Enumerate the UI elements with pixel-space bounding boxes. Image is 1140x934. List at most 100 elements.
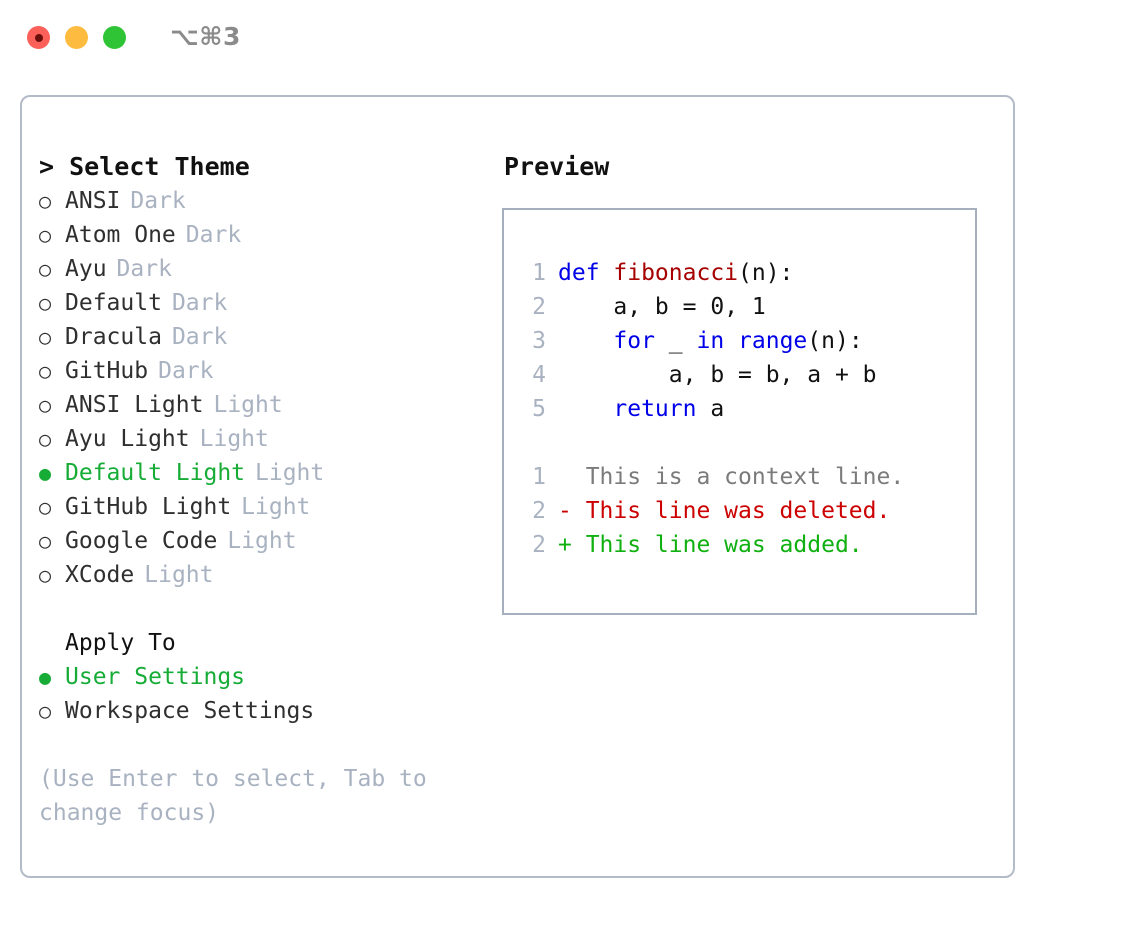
diff-line-text-add: + This line was added. <box>558 532 863 558</box>
radio-unselected-icon: ○ <box>39 427 52 451</box>
diff-sample: 1 This is a context line. 2 - This line wa… <box>504 460 975 562</box>
theme-option-tag: Dark <box>185 222 242 248</box>
select-theme-title: Select Theme <box>69 152 250 181</box>
code-token-plain <box>558 328 613 354</box>
code-token-kw: range <box>738 328 808 354</box>
title-bar: ⌥⌘3 <box>0 0 1140 78</box>
theme-option-tag: Light <box>255 460 325 486</box>
theme-option-label: Ayu <box>65 256 107 282</box>
code-line: 2 a, b = 0, 1 <box>504 290 975 324</box>
code-token-plain: (n): <box>807 328 863 354</box>
line-number: 4 <box>532 362 546 388</box>
code-token-kw: in <box>696 328 725 354</box>
radio-unselected-icon: ○ <box>39 257 52 281</box>
theme-option-tag: Dark <box>130 188 186 214</box>
theme-option-tag: Dark <box>158 358 214 384</box>
code-token-kw: for <box>613 328 655 354</box>
radio-selected-icon: ● <box>39 461 52 485</box>
code-line-text: for _ in range(n): <box>558 324 863 358</box>
radio-unselected-icon: ○ <box>39 563 52 587</box>
line-number: 1 <box>532 464 546 490</box>
minimize-button-icon[interactable] <box>65 26 88 49</box>
theme-option-tag: Dark <box>116 256 172 282</box>
theme-option-tag: Light <box>227 528 297 554</box>
code-token-plain: _ <box>654 328 697 354</box>
code-line: 5 return a <box>504 392 975 426</box>
select-theme-header: > Select Theme <box>39 150 479 184</box>
keyboard-shortcut-label: ⌥⌘3 <box>170 22 241 51</box>
apply-to-option-workspace-settings[interactable]: ○ Workspace Settings <box>39 694 479 728</box>
theme-option-label: Default Light <box>65 460 246 486</box>
code-token-plain: a, b = 0, 1 <box>558 294 766 320</box>
theme-option-label: Default <box>65 290 162 316</box>
window-controls <box>27 26 126 49</box>
code-diff-gap <box>504 426 975 460</box>
theme-option-default[interactable]: ○ Default Dark <box>39 286 479 320</box>
line-number: 1 <box>532 260 546 286</box>
theme-option-google-code[interactable]: ○ Google Code Light <box>39 524 479 558</box>
radio-unselected-icon: ○ <box>39 359 52 383</box>
apply-to-option-user-settings[interactable]: ●User Settings <box>39 660 479 694</box>
theme-option-label: XCode <box>65 562 135 588</box>
section-gap <box>39 592 479 626</box>
apply-to-header: Apply To <box>65 630 176 656</box>
diff-line-text-ctx: This is a context line. <box>558 464 905 490</box>
apply-to-list: ●User Settings ○ Workspace Settings <box>39 660 479 728</box>
theme-option-tag: Dark <box>171 324 228 350</box>
theme-option-default-light[interactable]: ● Default Light Light <box>39 456 479 490</box>
code-line: 3 for _ in range(n): <box>504 324 975 358</box>
code-token-plain: (n): <box>738 260 794 286</box>
preview-title: Preview <box>504 152 610 181</box>
theme-option-tag: Light <box>199 426 269 452</box>
code-token-kw: def <box>558 260 614 286</box>
line-number: 5 <box>532 396 546 422</box>
diff-line: 1 This is a context line. <box>504 460 975 494</box>
radio-unselected-icon: ○ <box>39 699 52 723</box>
code-line: 4 a, b = b, a + b <box>504 358 975 392</box>
code-token-plain: a <box>696 396 725 422</box>
radio-selected-icon: ● <box>39 665 52 689</box>
close-button-icon[interactable] <box>27 26 50 49</box>
code-line-text: def fibonacci(n): <box>558 256 793 290</box>
code-token-kw: return <box>613 396 697 422</box>
theme-option-label: Google Code <box>65 528 218 554</box>
line-number: 3 <box>532 328 546 354</box>
theme-option-label: ANSI <box>65 188 121 214</box>
diff-line-text-del: - This line was deleted. <box>558 498 891 524</box>
code-token-plain <box>558 396 613 422</box>
radio-unselected-icon: ○ <box>39 529 52 553</box>
code-line-text: a, b = 0, 1 <box>558 290 766 324</box>
theme-option-tag: Light <box>241 494 311 520</box>
code-token-plain <box>724 328 738 354</box>
radio-unselected-icon: ○ <box>39 291 52 315</box>
theme-option-label: GitHub <box>65 358 149 384</box>
line-number: 2 <box>532 498 546 524</box>
line-number: 2 <box>532 294 546 320</box>
radio-unselected-icon: ○ <box>39 223 52 247</box>
theme-option-tag: Dark <box>171 290 228 316</box>
radio-unselected-icon: ○ <box>39 393 52 417</box>
code-line-text: a, b = b, a + b <box>558 358 877 392</box>
theme-option-github[interactable]: ○ GitHub Dark <box>39 354 479 388</box>
apply-to-option-label: Workspace Settings <box>65 698 315 724</box>
maximize-button-icon[interactable] <box>103 26 126 49</box>
diff-line: 2+ This line was added. <box>504 528 975 562</box>
theme-option-label: Dracula <box>65 324 162 350</box>
diff-line: 2 - This line was deleted. <box>504 494 975 528</box>
theme-option-label: GitHub Light <box>65 494 232 520</box>
code-token-fn: fibonacci <box>613 260 739 286</box>
theme-option-ayu[interactable]: ○ Ayu Dark <box>39 252 479 286</box>
code-line: 1 def fibonacci(n): <box>504 256 975 290</box>
